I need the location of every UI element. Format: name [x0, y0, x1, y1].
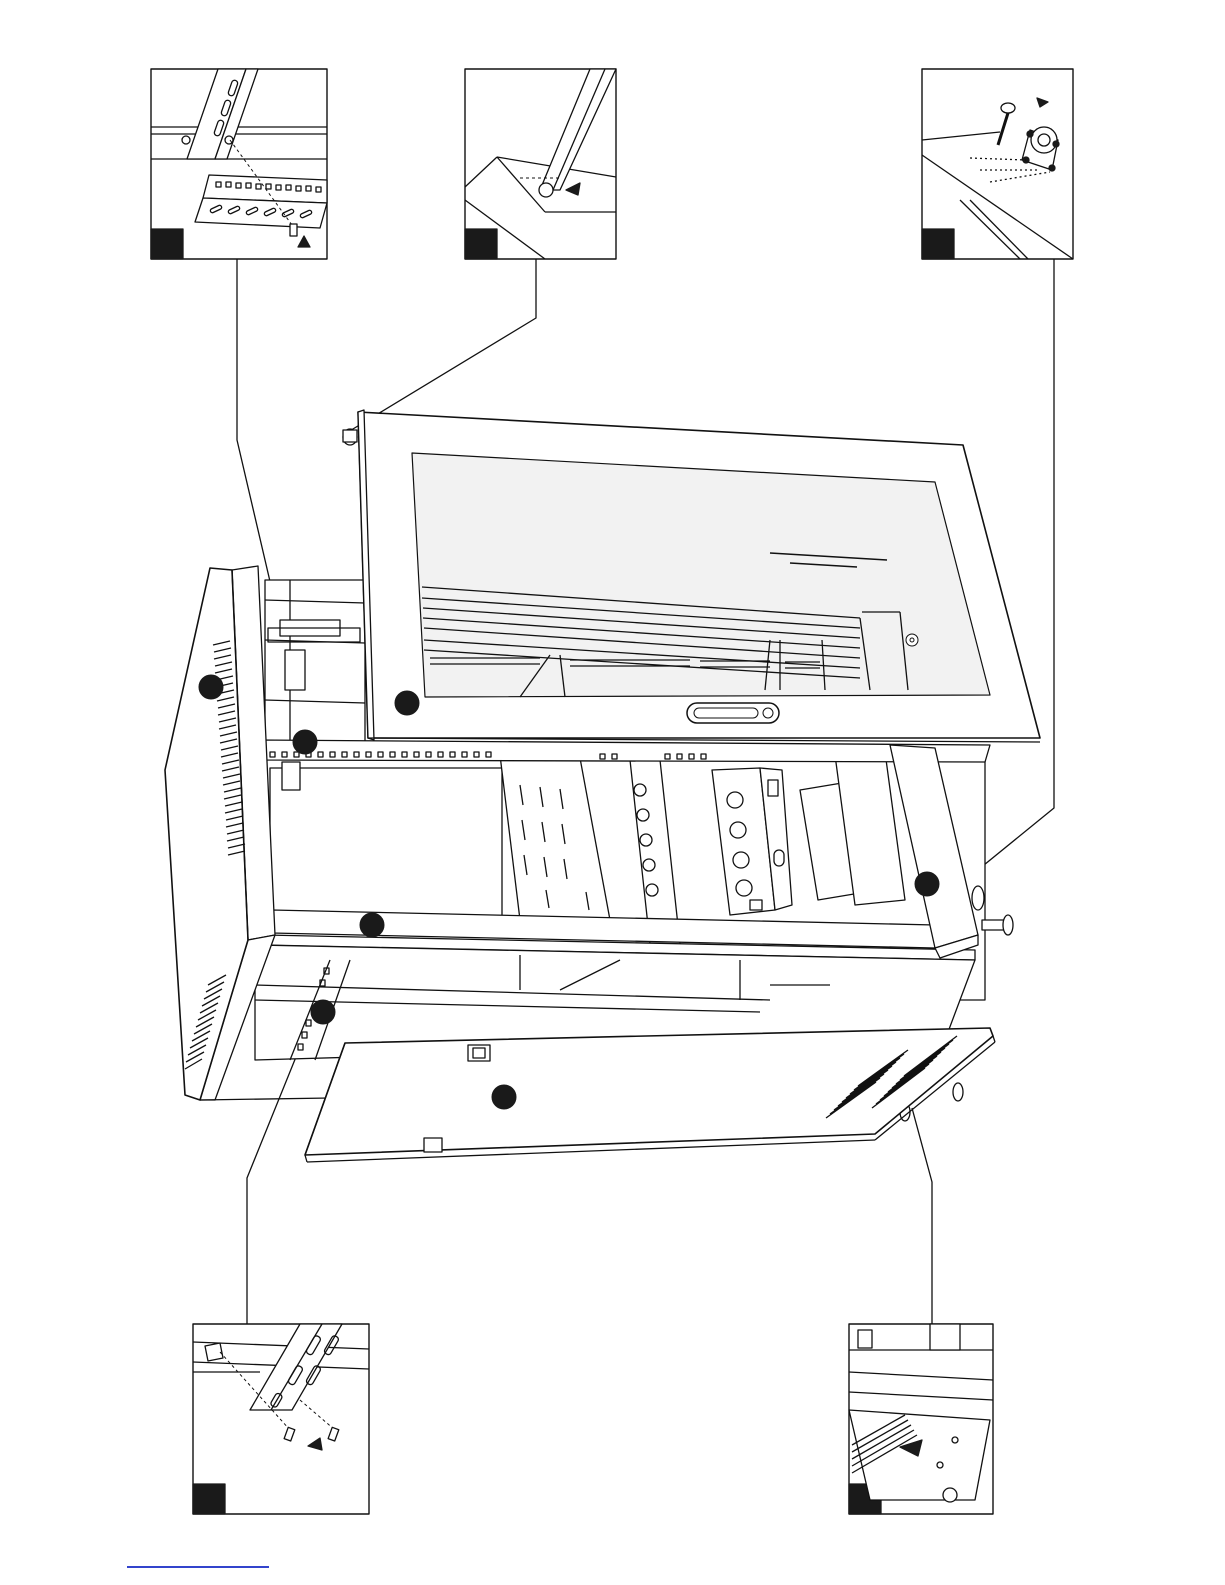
bottom-panel — [305, 1028, 995, 1162]
footer-link-underline[interactable] — [127, 1566, 269, 1568]
callout-marker-rear-corner — [915, 872, 939, 896]
callout-marker-bottom-panel — [492, 1085, 516, 1109]
front-glass-door — [343, 410, 1040, 742]
detail-view-panel-lock — [849, 1324, 993, 1514]
detail-label-box — [193, 1484, 225, 1514]
detail-label-box — [151, 229, 183, 259]
callout-marker-front-door — [395, 691, 419, 715]
detail-view-door-hinge-pin — [465, 69, 616, 259]
callout-marker-frame-crossbar — [360, 913, 384, 937]
callout-marker-vertical-rail-top — [293, 730, 317, 754]
detail-label-box — [465, 229, 497, 259]
detail-view-caster-mount — [922, 69, 1073, 259]
callout-marker-side-panel — [199, 675, 223, 699]
detail-view-rail-mount-bottom — [193, 1324, 369, 1514]
callout-marker-vertical-rail-bottom — [311, 1000, 335, 1024]
detail-view-rail-mount-top — [151, 69, 327, 259]
detail-label-box — [922, 229, 954, 259]
